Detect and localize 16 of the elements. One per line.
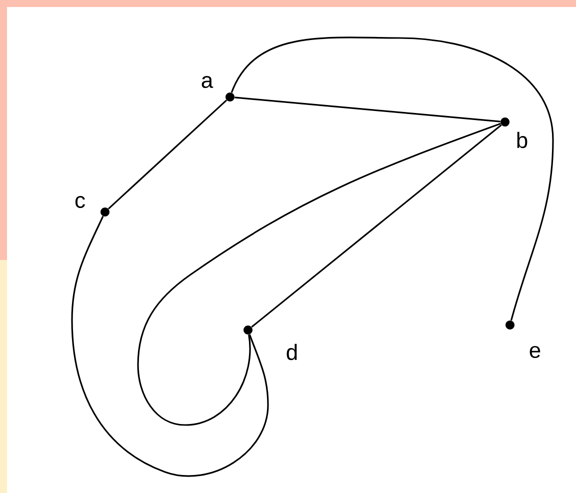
graph-vertex bbox=[500, 118, 510, 126]
vertex-label: e bbox=[530, 346, 540, 358]
graph-vertex bbox=[100, 208, 110, 216]
graph-edge bbox=[230, 36, 554, 321]
vertex-label: a bbox=[202, 76, 214, 88]
graph-vertex bbox=[506, 320, 514, 330]
graph-vertex bbox=[244, 326, 252, 334]
graph-edge bbox=[71, 216, 269, 477]
graph-vertex bbox=[226, 92, 234, 102]
vertex-label: c bbox=[75, 196, 85, 208]
vertex-label: d bbox=[286, 344, 297, 360]
graph-edge bbox=[137, 122, 501, 426]
graph-edge bbox=[108, 100, 228, 210]
graph-edge bbox=[234, 96, 500, 122]
graph-edge bbox=[251, 124, 502, 328]
vertex-label: b bbox=[517, 132, 528, 148]
